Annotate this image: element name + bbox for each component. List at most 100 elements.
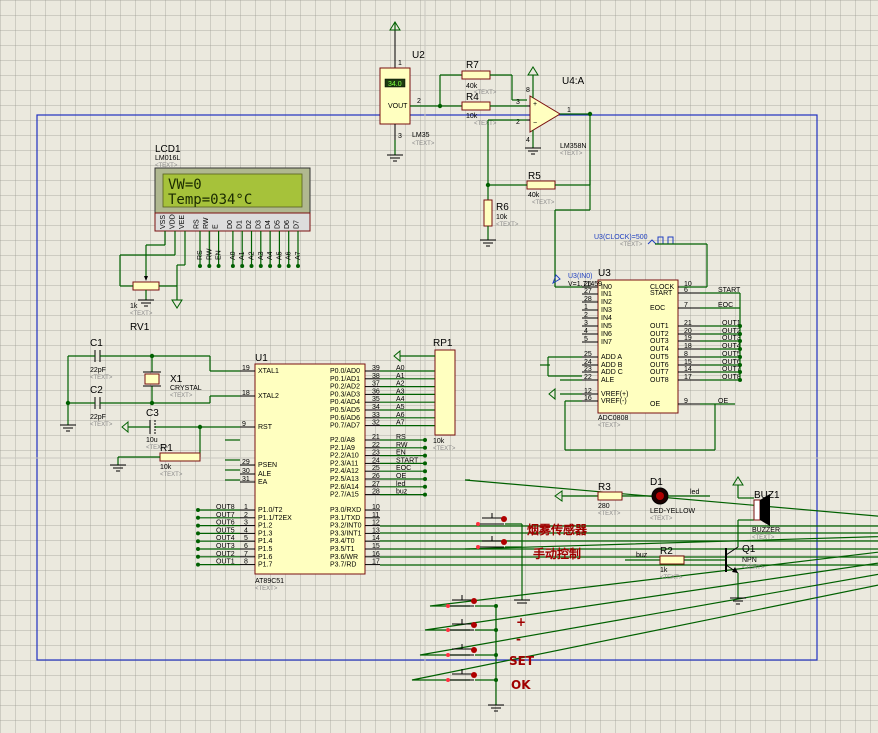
u1-pin-name-39: P0.0/AD0	[330, 368, 360, 375]
u3-pin-27: 27	[584, 288, 592, 295]
u1-pin-27: 27	[372, 481, 380, 488]
u1-pin-name-10: P3.0/RXD	[330, 507, 361, 514]
net-out5: OUT5	[216, 527, 235, 534]
d1-led[interactable]: D1 LED-YELLOW <TEXT>	[650, 477, 696, 522]
u1-pin-name-3: P1.2	[258, 523, 273, 530]
r7-resistor[interactable]: R7 40k <TEXT>	[461, 60, 497, 96]
u1-pin-17: 17	[372, 559, 380, 566]
u1-pin-23: 23	[372, 450, 380, 457]
lcd-pin-d0: D0	[227, 220, 234, 229]
buz-ref: BUZ1	[754, 490, 780, 501]
clock-generator[interactable]: U3(CLOCK)=500 <TEXT>	[594, 234, 674, 248]
clock-text: <TEXT>	[620, 242, 643, 248]
u1-pin-name-25: P2.4/A12	[330, 468, 359, 475]
lcd-pin-vee: VEE	[179, 215, 186, 229]
r4-resistor[interactable]: R4 10k <TEXT>	[461, 92, 497, 127]
u3-pin-name-2: IN4	[601, 315, 612, 322]
u1-pin-19: 19	[242, 365, 250, 372]
u3-pin-name-14: OUT7	[650, 369, 669, 376]
net-a0: A0	[396, 365, 405, 372]
lcd-pin-vss: VSS	[160, 215, 167, 229]
rv1-value: 1k	[130, 303, 138, 310]
net-a2: A2	[396, 381, 405, 388]
u2-pin2: 2	[417, 98, 421, 105]
manual-control-label: 手动控制	[533, 546, 581, 561]
u1-pin-name-9: RST	[258, 424, 273, 431]
u3-pin-15: 15	[684, 359, 692, 366]
u1-pin-38: 38	[372, 373, 380, 380]
r3-resistor[interactable]: R3 280 <TEXT>	[597, 482, 623, 517]
u3-pin-14: 14	[684, 366, 692, 373]
pushbutton-1[interactable]	[476, 513, 507, 526]
lcd-net-a1: A1	[239, 251, 246, 260]
smoke-sensor-label: 烟雾传感器	[527, 522, 588, 537]
net-out4: OUT4	[216, 535, 235, 542]
lcd-pin-d3: D3	[256, 220, 263, 229]
u2-lm35[interactable]: 34.0 VOUT 1 2 3 U2 LM35 <TEXT>	[379, 21, 435, 162]
lcd-pin-d1: D1	[237, 220, 244, 229]
pushbutton-2[interactable]	[476, 536, 507, 549]
lcd-pin-d7: D7	[294, 220, 301, 229]
u1-pin-name-2: P1.1/T2EX	[258, 515, 292, 522]
u3-pin-24: 24	[584, 359, 592, 366]
u1-pin-name-16: P3.6/WR	[330, 554, 358, 561]
lcd-net-en: EN	[216, 250, 223, 260]
u1-pin-name-7: P1.6	[258, 554, 273, 561]
rv1-potentiometer[interactable]: RV1 1k <TEXT>	[130, 276, 160, 333]
u3-net-start: START	[718, 287, 741, 294]
u1-pin-4: 4	[244, 527, 248, 534]
r5-value: 40k	[528, 192, 540, 199]
r6-value: 10k	[496, 214, 508, 221]
x1-crystal[interactable]: X1 CRYSTAL <TEXT>	[143, 371, 202, 399]
u3-pin-name-9: OE	[650, 401, 660, 408]
in0-probe[interactable]: U3(IN0) V=1.71459	[552, 273, 602, 288]
lcd-line1: VW=0	[168, 177, 202, 193]
c2-text: <TEXT>	[90, 422, 113, 428]
u1-pin-28: 28	[372, 489, 380, 496]
u2-pin1: 1	[398, 60, 402, 67]
u3-net-out7: OUT7	[722, 366, 741, 373]
pushbutton-5[interactable]	[446, 644, 477, 657]
lcd-part: LM016L	[155, 155, 180, 162]
c3-value: 10u	[146, 437, 158, 444]
u1-pin-name-17: P3.7/RD	[330, 562, 356, 569]
net-start: START	[396, 457, 419, 464]
r2-resistor[interactable]: R2 1k <TEXT>	[659, 546, 685, 581]
c1-capacitor[interactable]: C1 22pF <TEXT>	[90, 338, 113, 381]
u3-net-eoc: EOC	[718, 302, 733, 309]
pushbutton-4[interactable]	[446, 619, 477, 632]
buz-part: BUZZER	[752, 527, 780, 534]
r6-resistor[interactable]: R6 10k <TEXT>	[483, 199, 519, 228]
u2-ref: U2	[412, 50, 425, 61]
u3-ref: U3	[598, 268, 611, 279]
r1-resistor[interactable]: R1 10k <TEXT>	[159, 443, 201, 478]
u3-pin-7: 7	[684, 302, 688, 309]
in0-probe-label: U3(IN0)	[568, 273, 593, 280]
rp1-resistor-pack[interactable]: RP1 10k <TEXT>	[433, 338, 456, 452]
rp1-value: 10k	[433, 438, 445, 445]
u1-pin-6: 6	[244, 543, 248, 550]
u1-pin-name-11: P3.1/TXD	[330, 515, 360, 522]
buz1-buzzer[interactable]: BUZ1 BUZZER <TEXT>	[752, 490, 780, 541]
u4-opamp[interactable]: + − 8 3 2 1 4 U4:A LM358N <TEXT>	[516, 66, 586, 157]
u2-pin3: 3	[398, 133, 402, 140]
net-rw: RW	[396, 442, 408, 449]
u1-pin-name-29: PSEN	[258, 462, 277, 469]
q1-transistor[interactable]: Q1 NPN <TEXT>	[725, 544, 765, 574]
pushbutton-6[interactable]	[446, 669, 477, 682]
u1-pin-26: 26	[372, 473, 380, 480]
u1-pin-34: 34	[372, 404, 380, 411]
pushbutton-3[interactable]	[446, 595, 477, 608]
u3-pin-name-21: OUT1	[650, 323, 669, 330]
u4-text: <TEXT>	[560, 151, 583, 157]
c2-capacitor[interactable]: C2 22pF <TEXT>	[90, 385, 113, 428]
u1-pin-name-38: P0.1/AD1	[330, 376, 360, 383]
r5-resistor[interactable]: R5 40k <TEXT>	[526, 171, 556, 206]
u1-pin-name-27: P2.6/A14	[330, 484, 359, 491]
u4-pin3: 3	[516, 99, 520, 106]
r5-ref: R5	[528, 171, 541, 182]
